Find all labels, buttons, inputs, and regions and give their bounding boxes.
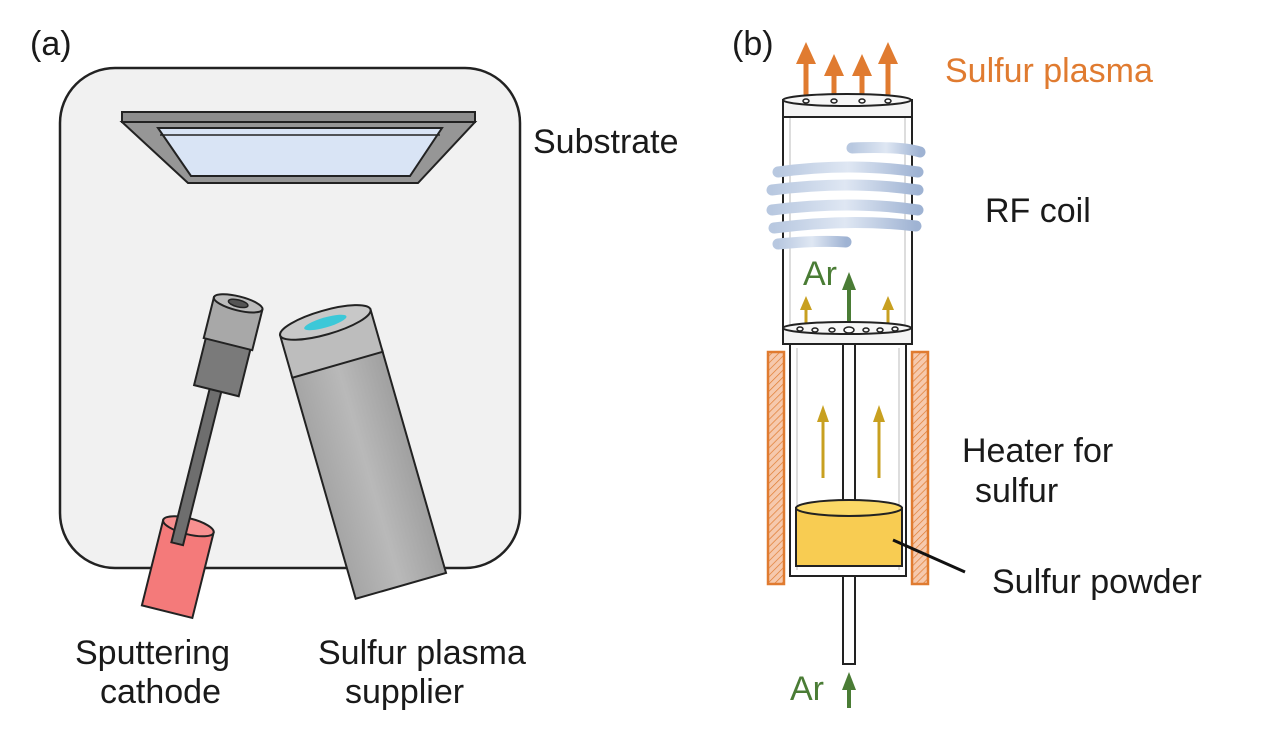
heater-right [910,350,930,586]
sulfur-powder [795,499,903,567]
sputtering-label-line1: Sputtering [75,634,230,672]
ar-top-label: Ar [803,255,837,293]
rf-coil [766,142,926,250]
sputtering-cathode [140,293,264,620]
supplier-label-line1: Sulfur plasma [318,634,526,672]
ar-bottom-label: Ar [790,670,824,708]
sputtering-label-line2: cathode [100,673,221,711]
heater-left [766,350,786,586]
gas-distribution-plate [782,321,913,345]
panel-a-tag: (a) [30,25,72,63]
ar-inlet-pipe [842,575,856,665]
sulfur-powder-leader [892,538,966,574]
plasma-glow [304,314,347,331]
substrate-label: Substrate [533,123,679,161]
sulfur-vapor-arrows-lower [817,405,885,478]
sulfur-plasma-label: Sulfur plasma [945,52,1153,90]
substrate-plate [156,127,444,177]
heater-label-line2: sulfur [975,472,1058,510]
ar-flow-arrow-top [842,272,856,322]
sulfur-plasma-arrows [796,42,898,98]
panel-b: (b) Sulfur plasma [732,25,1202,708]
panel-a: (a) Substrate Sputtering c [30,25,679,711]
sulfur-powder-label: Sulfur powder [992,563,1202,601]
heater-label-line1: Heater for [962,432,1113,470]
ar-inner-pipe [842,343,856,509]
ar-flow-arrow-bottom [842,672,856,708]
supplier-label-line2: supplier [345,673,464,711]
panel-b-tag: (b) [732,25,774,63]
sulfur-plasma-supplier [278,304,448,601]
rf-coil-label: RF coil [985,192,1091,230]
substrate-holder [119,111,478,184]
